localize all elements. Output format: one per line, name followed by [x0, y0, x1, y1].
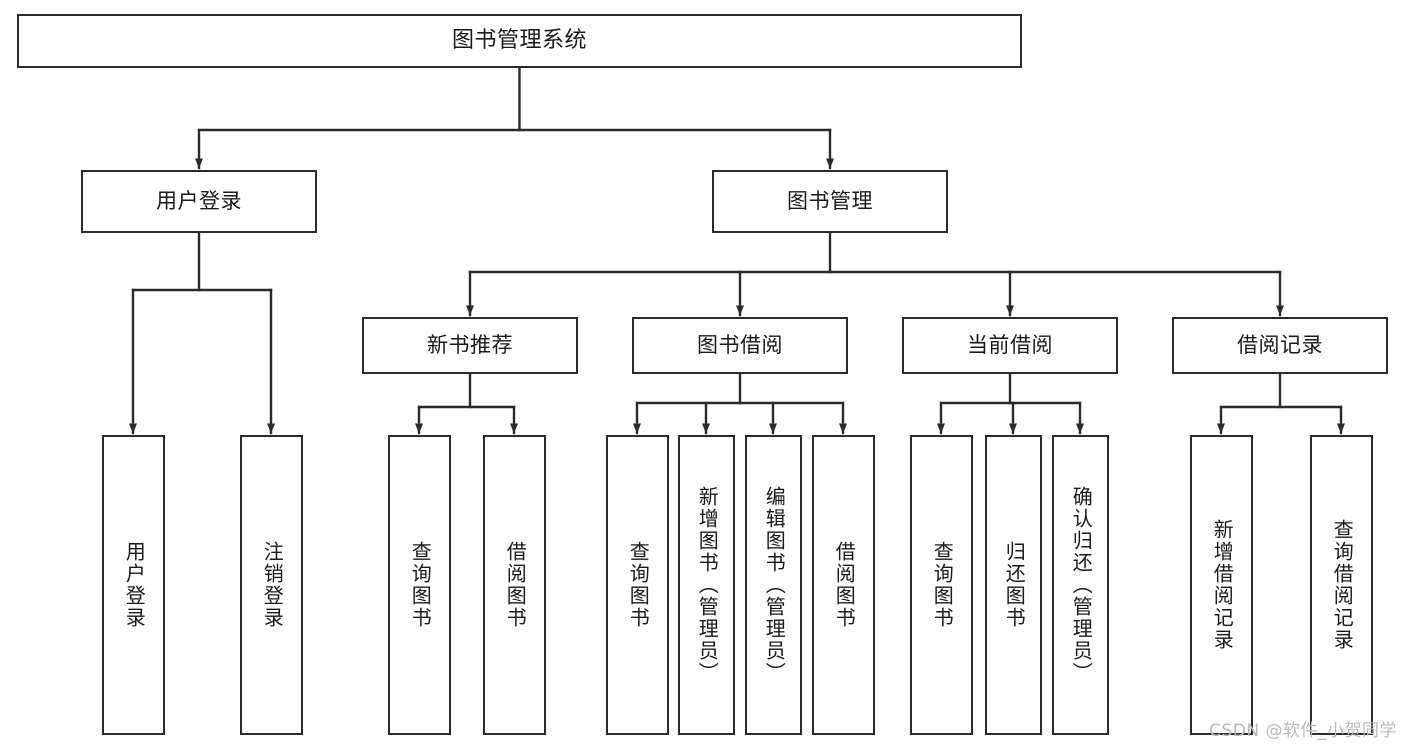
leaf-borrow-book[interactable]: 借阅图书 — [812, 435, 875, 735]
leaf-query-book-current-label: 查询图书 — [930, 541, 955, 629]
leaf-query-book-borrow-label: 查询图书 — [626, 541, 651, 629]
leaf-borrow-book-new-label: 借阅图书 — [503, 541, 528, 629]
node-current-borrow[interactable]: 当前借阅 — [902, 317, 1118, 374]
node-root[interactable]: 图书管理系统 — [17, 14, 1022, 68]
leaf-query-book-current[interactable]: 查询图书 — [910, 435, 973, 735]
leaf-borrow-book-label: 借阅图书 — [832, 541, 857, 629]
leaf-logout[interactable]: 注销登录 — [240, 435, 303, 735]
leaf-return-book-label: 归还图书 — [1002, 541, 1027, 629]
leaf-logout-label: 注销登录 — [260, 541, 285, 629]
node-user-login-label: 用户登录 — [156, 189, 242, 214]
leaf-borrow-book-new[interactable]: 借阅图书 — [483, 435, 546, 735]
leaf-user-login-label: 用户登录 — [122, 541, 147, 629]
node-borrow-records[interactable]: 借阅记录 — [1172, 317, 1388, 374]
leaf-query-book-new[interactable]: 查询图书 — [388, 435, 451, 735]
leaf-add-borrow-record-label: 新增借阅记录 — [1210, 519, 1235, 651]
leaf-edit-book-admin[interactable]: 编辑图书（管理员） — [745, 435, 802, 735]
leaf-confirm-return-admin-label: 确认归还（管理员） — [1069, 486, 1094, 684]
node-root-label: 图书管理系统 — [451, 28, 587, 54]
node-user-login[interactable]: 用户登录 — [81, 170, 317, 233]
watermark-text: CSDN @软件_小贺同学 — [1209, 721, 1397, 741]
node-new-book-recommend-label: 新书推荐 — [427, 333, 513, 358]
node-borrow-records-label: 借阅记录 — [1237, 333, 1323, 358]
leaf-query-book-new-label: 查询图书 — [408, 541, 433, 629]
node-book-management-label: 图书管理 — [787, 189, 873, 214]
node-book-borrow[interactable]: 图书借阅 — [632, 317, 848, 374]
node-book-management[interactable]: 图书管理 — [712, 170, 948, 233]
leaf-query-book-borrow[interactable]: 查询图书 — [606, 435, 669, 735]
node-current-borrow-label: 当前借阅 — [967, 333, 1053, 358]
leaf-add-book-admin-label: 新增图书（管理员） — [695, 486, 720, 684]
leaf-return-book[interactable]: 归还图书 — [985, 435, 1042, 735]
leaf-edit-book-admin-label: 编辑图书（管理员） — [762, 486, 787, 684]
leaf-add-borrow-record[interactable]: 新增借阅记录 — [1190, 435, 1253, 735]
leaf-add-book-admin[interactable]: 新增图书（管理员） — [678, 435, 735, 735]
node-new-book-recommend[interactable]: 新书推荐 — [362, 317, 578, 374]
node-book-borrow-label: 图书借阅 — [697, 333, 783, 358]
leaf-query-borrow-record-label: 查询借阅记录 — [1330, 519, 1355, 651]
leaf-query-borrow-record[interactable]: 查询借阅记录 — [1310, 435, 1373, 735]
leaf-confirm-return-admin[interactable]: 确认归还（管理员） — [1052, 435, 1109, 735]
leaf-user-login[interactable]: 用户登录 — [102, 435, 165, 735]
